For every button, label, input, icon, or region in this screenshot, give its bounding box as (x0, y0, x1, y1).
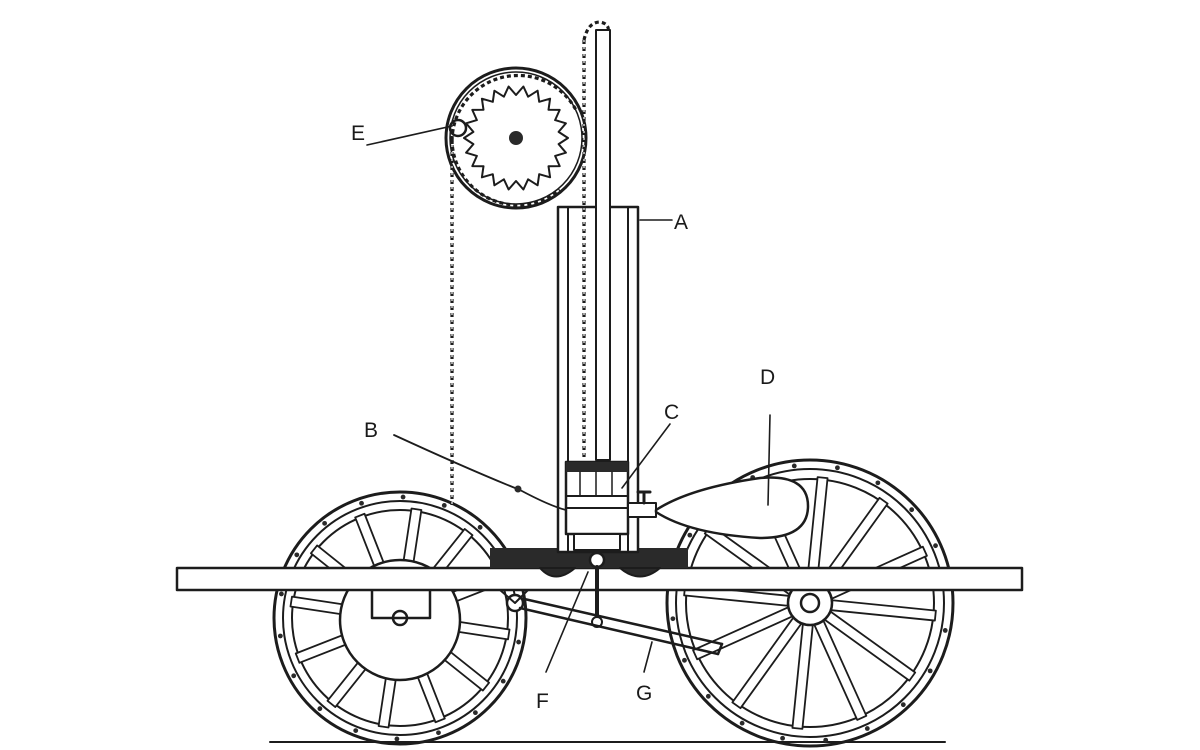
sprocket-pin (448, 118, 468, 138)
wheel-rivet (436, 730, 441, 736)
cable-clip (514, 485, 522, 493)
tank-d (654, 476, 810, 540)
wheel-rivet (780, 735, 785, 741)
wheel-rivet (705, 693, 711, 699)
wheel-rivet (279, 591, 284, 597)
label-f: F (536, 690, 549, 713)
frame-beam (175, 566, 1024, 592)
wheel-rivet (322, 520, 328, 526)
wheel-rivet (400, 494, 406, 500)
wheel-rivet (291, 673, 297, 679)
label-g: G (636, 682, 652, 705)
left-axle (391, 609, 409, 627)
wheel-rivet (835, 465, 840, 471)
lever-g (499, 589, 724, 656)
wheel-rivet (933, 543, 938, 549)
base-plate-mounts (539, 567, 661, 578)
wheel-rivet (864, 726, 870, 731)
wheel-rivet (500, 678, 506, 684)
wheel-rivet (516, 639, 521, 645)
wheel-rivet (317, 706, 323, 712)
wheel-rivet (353, 728, 359, 734)
wheel-rivet (670, 616, 676, 622)
wheel-rivet (359, 500, 364, 506)
valve-stem (588, 551, 606, 628)
control-cable (393, 434, 567, 511)
left-wheel (272, 490, 528, 746)
wheel-rivet (791, 463, 797, 469)
wheel-rivet (823, 737, 829, 743)
wheel-rivet (294, 552, 300, 558)
wheel-spoke (830, 599, 937, 622)
wheel-rivet (687, 532, 693, 538)
wheel-rivet (909, 507, 915, 513)
label-c: C (664, 401, 679, 424)
wheel-rivet (942, 628, 948, 633)
engine-block (564, 460, 657, 551)
wheel-spoke (791, 623, 814, 730)
piston-rod (595, 29, 611, 461)
wheel-rivet (277, 633, 283, 639)
wheel-spoke (354, 512, 386, 570)
wheel-rivet (682, 657, 687, 663)
wheel-spoke (806, 476, 829, 583)
drive-chain (450, 20, 610, 505)
wheel-rivet (394, 736, 400, 742)
label-b: B (364, 419, 378, 442)
label-d: D (760, 366, 775, 389)
wheel-rivet (441, 502, 447, 508)
wheel-spoke (289, 595, 348, 616)
wheel-rivet (472, 710, 478, 716)
wheel-spoke (402, 507, 423, 566)
sprocket-wheel (444, 66, 588, 210)
leader-lines (366, 125, 771, 673)
wheel-spoke (452, 620, 511, 641)
left-axle-bracket (370, 586, 432, 620)
wheel-rivet (477, 524, 483, 530)
label-e: E (351, 122, 365, 145)
wheel-rivet (875, 480, 881, 486)
wheel-rivet (900, 702, 906, 708)
sprocket-center (509, 131, 523, 145)
wheel-rivet (739, 720, 745, 726)
wheel-rivet (927, 668, 933, 674)
label-a: A (674, 211, 688, 234)
